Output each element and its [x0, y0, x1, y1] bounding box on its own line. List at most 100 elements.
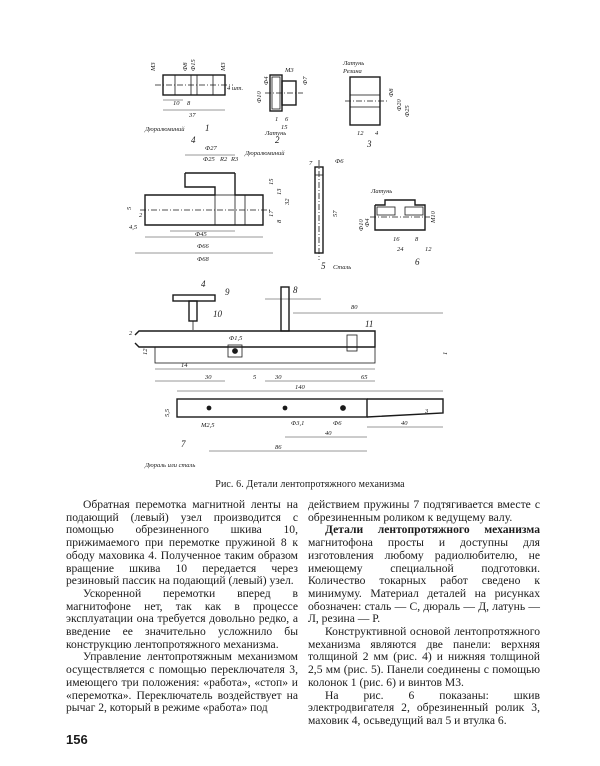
part-3-d8: Ф8: [388, 88, 395, 97]
assembly-dim-5: 5: [253, 374, 257, 381]
part-2-l15: 15: [281, 124, 288, 131]
part-1-drawing: 10 8 37 4 шт. М3 Ф8 Ф15 М3 Дюралюминий 1: [144, 59, 244, 133]
assembly-dim-2: 2: [129, 330, 133, 337]
part-2-l6: 6: [285, 116, 289, 123]
paragraph: На рис. 6 показаны: шкив электродвигател…: [308, 688, 540, 727]
part-1-m3-left: М3: [150, 62, 157, 72]
part-3-material-2: Резина: [342, 68, 362, 75]
part-7-dim-55: 5,5: [164, 408, 171, 417]
assembly-dim-d15: Ф1,5: [229, 335, 243, 342]
part-1-material: Дюралюминий: [144, 126, 185, 133]
paragraph: действием пружины 7 подтягивается вместе…: [308, 498, 540, 524]
part-7-dim-40a: 40: [325, 430, 332, 437]
part-2-m3: М3: [284, 67, 294, 74]
part-7-dim-140: 140: [295, 384, 306, 391]
part-5-l7: 7: [309, 160, 313, 167]
figure-caption: Рис. 6. Детали лентопротяжного механизма: [215, 479, 405, 490]
paragraph: Ускоренной перемотки вперед в магнитофон…: [66, 586, 298, 651]
part-2-l1: 1: [275, 116, 278, 123]
parts-drawing: 10 8 37 4 шт. М3 Ф8 Ф15 М3 Дюралюминий 1…: [126, 59, 449, 469]
text-column-right: действием пружины 7 подтягивается вместе…: [308, 498, 540, 728]
part-3-drawing: Латунь Резина Ф8 Ф20 Ф25 12 4 3: [342, 60, 411, 149]
part-4-drawing: Ф27 Ф25 R2 R3 Дюралюминий 4 15 13 32 17 …: [126, 135, 291, 263]
part-7-material: Дюраль или сталь: [144, 462, 195, 469]
assembly-dim-65: 65: [361, 374, 368, 381]
assembly-label-9: 9: [225, 287, 230, 297]
part-6-d4: Ф4: [364, 218, 371, 227]
part-1-dim-10: 10: [173, 100, 180, 107]
part-5-material: Сталь: [333, 264, 351, 271]
part-4-r3: R3: [230, 156, 239, 163]
paragraph: Управление лентопротяжным механизмом осу…: [66, 650, 298, 715]
part-2-drawing: М3 Ф10 Ф4 Ф7 1 6 15 Латунь 2: [256, 67, 309, 145]
part-2-material: Латунь: [264, 130, 286, 137]
part-1-dim-37: 37: [188, 112, 196, 119]
part-5-drawing: Ф6 7 57 5 Сталь: [309, 158, 351, 271]
assembly-dim-80: 80: [351, 304, 358, 311]
part-4-number: 4: [191, 135, 196, 145]
part-3-l12: 12: [357, 130, 364, 137]
part-7-d6: Ф6: [333, 420, 342, 427]
part-3-d25: Ф25: [404, 105, 411, 117]
part-2-d10: Ф10: [256, 91, 263, 103]
part-5-l57: 57: [332, 210, 339, 217]
part-6-drawing: Латунь М10 Ф4 Ф10 16 8 24 12 6: [358, 188, 437, 267]
part-4-r2: R2: [219, 156, 228, 163]
part-4-d45: Ф45: [195, 231, 207, 238]
assembly-dim-30a: 30: [204, 374, 212, 381]
part-7-d31: Ф3,1: [291, 420, 304, 427]
part-4-v45: 4,5: [129, 224, 138, 231]
part-7-dim-86: 86: [275, 444, 282, 451]
paragraph: Обратная перемотка магнитной ленты на по…: [66, 498, 298, 588]
part-7-number: 7: [181, 439, 186, 449]
part-4-v2: 2: [139, 212, 143, 219]
part-4-d25: Ф25: [203, 156, 215, 163]
paragraph: Детали лентопротяжного механизма магнито…: [308, 524, 540, 626]
part-4-v17: 17: [268, 210, 275, 217]
part-3-l4: 4: [375, 130, 379, 137]
part-1-number: 1: [205, 123, 210, 133]
part-4-d66: Ф66: [197, 243, 209, 250]
paragraph-body: магнитофона просты и доступны для изгото…: [308, 536, 540, 626]
part-6-m10: М10: [430, 210, 437, 224]
page-number: 156: [66, 732, 88, 747]
assembly-label-11: 11: [365, 319, 373, 329]
part-6-number: 6: [415, 257, 420, 267]
part-4-d27: Ф27: [205, 145, 217, 152]
assembly-label-8: 8: [293, 285, 298, 295]
part-7-dim-3: 3: [424, 408, 429, 415]
technical-drawing-figure: 10 8 37 4 шт. М3 Ф8 Ф15 М3 Дюралюминий 1…: [125, 55, 465, 475]
part-5-number: 5: [321, 261, 326, 271]
part-1-d8: Ф8: [182, 62, 189, 71]
assembly-dim-1: 1: [442, 352, 449, 355]
part-1-dim-8: 8: [187, 100, 191, 107]
part-1-d15: Ф15: [190, 59, 197, 71]
part-4-d68: Ф68: [197, 256, 209, 263]
assembly-dim-14: 14: [181, 362, 188, 369]
part-6-l16: 16: [393, 236, 400, 243]
part-7-m25: М2,5: [200, 422, 215, 429]
assembly-dim-12: 12: [142, 348, 149, 355]
part-2-d7: Ф7: [302, 76, 309, 85]
part-4-v5: 5: [126, 206, 133, 210]
part-7-drawing: 140 5,5 М2,5 Ф3,1 Ф6 3 40 40 86 7 Дюраль…: [144, 384, 444, 469]
paragraph: Конструктивной основой лентопротяжного м…: [308, 625, 540, 689]
part-1-qty: 4 шт.: [227, 85, 244, 92]
part-6-l24: 24: [397, 246, 404, 253]
part-1-m3-right: М3: [220, 62, 227, 72]
part-4-v32: 32: [284, 198, 291, 206]
part-4-v15: 15: [268, 178, 275, 185]
assembly-label-4: 4: [201, 279, 206, 289]
paragraph-heading: Детали лентопротяжного механизма: [325, 523, 540, 537]
assembly-dim-30b: 30: [274, 374, 282, 381]
part-6-l8: 8: [415, 236, 419, 243]
part-4-v8: 8: [276, 219, 283, 223]
assembly-label-10: 10: [213, 309, 223, 319]
part-3-d20: Ф20: [396, 99, 403, 111]
part-3-material-1: Латунь: [342, 60, 364, 67]
text-column-left: Обратная перемотка магнитной ленты на по…: [66, 498, 298, 715]
part-4-v13: 13: [276, 188, 283, 195]
part-3-number: 3: [366, 139, 372, 149]
part-6-d10: Ф10: [358, 219, 365, 231]
part-7-dim-40b: 40: [401, 420, 408, 427]
